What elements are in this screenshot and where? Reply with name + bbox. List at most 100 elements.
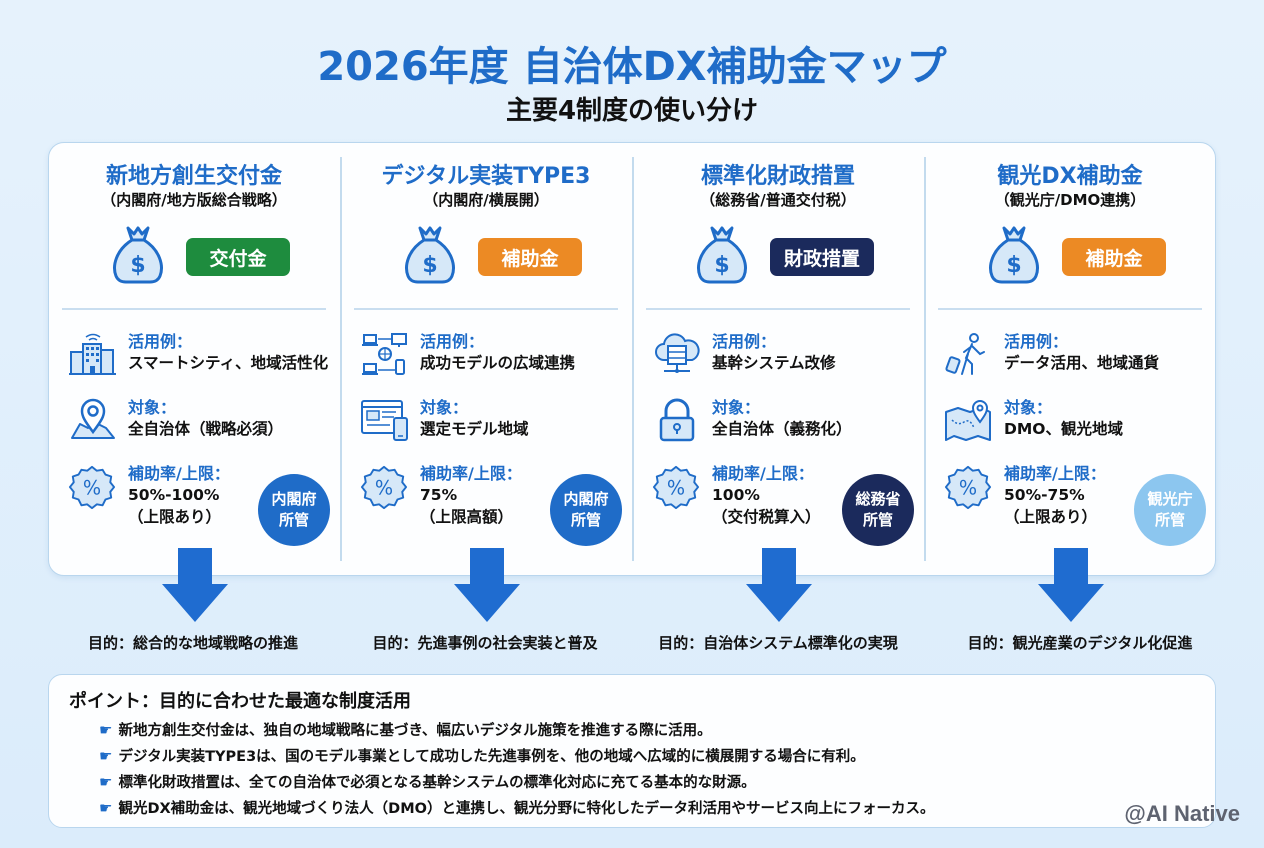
ministry-badge: 総務省 所管 [842, 474, 914, 546]
schemes-panel [48, 142, 1216, 576]
usage-label: 活用例： [712, 332, 777, 351]
scheme-type-badge: 補助金 [1062, 238, 1166, 276]
padlock-icon [652, 398, 702, 442]
down-arrow-icon [452, 548, 522, 624]
ministry-name: 内閣府 [271, 490, 317, 508]
scheme-type-badge: 補助金 [478, 238, 582, 276]
network-devices-icon [360, 332, 410, 376]
rate-cap: （上限高額） [420, 508, 514, 526]
scheme-type-badge: 交付金 [186, 238, 290, 276]
scheme-purpose: 目的：総合的な地域戦略の推進 [87, 634, 298, 652]
rate-cap: （交付税算入） [712, 508, 821, 526]
pointing-hand-icon: ☛ [99, 747, 113, 765]
scheme-title: 観光DX補助金 [997, 164, 1143, 189]
pointing-hand-icon: ☛ [99, 799, 113, 817]
scheme-ministry: （内閣府/地方版総合戦略） [101, 191, 287, 209]
usage-value: スマートシティ、地域活性化 [128, 354, 329, 372]
percent-badge-icon: % [652, 464, 700, 512]
page-title: 2026年度 自治体DX補助金マップ [317, 44, 947, 90]
scheme-ministry: （観光庁/DMO連携） [994, 191, 1146, 209]
target-label: 対象： [1004, 398, 1053, 417]
ministry-badge: 観光庁 所管 [1134, 474, 1206, 546]
scheme-purpose: 目的：先進事例の社会実装と普及 [372, 634, 598, 652]
scheme-column: 観光DX補助金 （観光庁/DMO連携） $ 補助金 活用例： データ活用、地域通… [924, 142, 1216, 576]
rate-percent: 50%-75% [1004, 486, 1085, 504]
rate-value: 50%-100%（上限あり） [128, 484, 221, 528]
scheme-column: 標準化財政措置 （総務省/普通交付税） $ 財政措置 活用例： 基幹システム改修… [632, 142, 924, 576]
scheme-purpose: 目的：自治体システム標準化の実現 [658, 634, 898, 652]
web-mobile-icon [360, 398, 410, 442]
percent-badge-icon: % [944, 464, 992, 512]
ministry-badge: 内閣府 所管 [550, 474, 622, 546]
usage-label: 活用例： [420, 332, 485, 351]
point-text: デジタル実装TYPE3は、国のモデル事業として成功した先進事例を、他の地域へ広域… [118, 749, 865, 765]
rate-percent: 75% [420, 486, 458, 504]
money-bag-icon: $ [690, 222, 754, 286]
tourist-map-icon [944, 398, 994, 442]
svg-text:%: % [959, 477, 977, 500]
column-divider [340, 157, 342, 561]
percent-badge-icon: % [68, 464, 116, 512]
pointing-hand-icon: ☛ [99, 721, 113, 739]
map-pin-icon [68, 398, 118, 442]
point-text: 観光DX補助金は、観光地域づくり法人（DMO）と連携し、観光分野に特化したデータ… [118, 801, 935, 817]
down-arrow-icon [1036, 548, 1106, 624]
svg-text:%: % [83, 477, 101, 500]
target-value: 選定モデル地域 [420, 420, 529, 438]
page-subtitle: 主要4制度の使い分け [505, 96, 759, 126]
percent-badge-icon: % [360, 464, 408, 512]
smart-city-building-icon [68, 332, 118, 376]
down-arrow-icon [160, 548, 230, 624]
svg-text:%: % [375, 477, 393, 500]
down-arrow-icon [744, 548, 814, 624]
points-box: ポイント：目的に合わせた最適な制度活用 ☛新地方創生交付金は、独自の地域戦略に基… [48, 674, 1216, 828]
ministry-name: 総務省 [855, 490, 901, 508]
scheme-ministry: （内閣府/横展開） [423, 191, 549, 209]
section-divider [354, 308, 618, 310]
point-text: 標準化財政措置は、全ての自治体で必須となる基幹システムの標準化対応に充てる基本的… [118, 775, 756, 791]
usage-label: 活用例： [1004, 332, 1069, 351]
usage-value: 基幹システム改修 [712, 354, 836, 372]
point-item: ☛新地方創生交付金は、独自の地域戦略に基づき、幅広いデジタル施策を推進する際に活… [99, 719, 712, 740]
point-item: ☛ 観光DX補助金は、観光地域づくり法人（DMO）と連携し、観光分野に特化したデー… [99, 797, 934, 818]
svg-text:$: $ [1006, 253, 1021, 278]
target-value: DMO、観光地域 [1004, 420, 1123, 438]
target-label: 対象： [420, 398, 469, 417]
point-item: ☛ デジタル実装TYPE3は、国のモデル事業として成功した先進事例を、他の地域へ広… [99, 745, 865, 766]
ministry-jurisdiction: 所管 [570, 511, 601, 529]
money-bag-icon: $ [398, 222, 462, 286]
scheme-column: デジタル実装TYPE3 （内閣府/横展開） $ 補助金 活用例： 成功モデルの広… [340, 142, 632, 576]
scheme-title: 標準化財政措置 [700, 164, 855, 189]
rate-value: 75% （上限高額） [420, 484, 513, 528]
rate-cap: （上限あり） [1004, 508, 1098, 526]
cloud-server-icon [652, 332, 702, 376]
section-divider [62, 308, 326, 310]
target-label: 対象： [128, 398, 177, 417]
scheme-type-badge: 財政措置 [770, 238, 874, 276]
ministry-name: 内閣府 [563, 490, 609, 508]
ministry-name: 観光庁 [1147, 490, 1193, 508]
column-divider [632, 157, 634, 561]
svg-text:$: $ [714, 253, 729, 278]
ministry-jurisdiction: 所管 [1154, 511, 1185, 529]
usage-label: 活用例： [128, 332, 193, 351]
svg-text:$: $ [130, 253, 145, 278]
rate-percent: 100% [712, 486, 760, 504]
scheme-purpose: 目的：観光産業のデジタル化促進 [967, 634, 1193, 652]
target-value: 全自治体（義務化） [712, 420, 852, 438]
points-title: ポイント：目的に合わせた最適な制度活用 [69, 691, 411, 712]
rate-label: 補助率/上限： [712, 464, 814, 483]
scheme-column: 新地方創生交付金 （内閣府/地方版総合戦略） $ 交付金 活用例： スマートシテ… [48, 142, 340, 576]
svg-text:$: $ [422, 253, 437, 278]
scheme-title: 新地方創生交付金 [105, 164, 282, 189]
scheme-title: デジタル実装TYPE3 [381, 164, 591, 189]
ministry-badge: 内閣府 所管 [258, 474, 330, 546]
ministry-jurisdiction: 所管 [862, 511, 893, 529]
money-bag-icon: $ [106, 222, 170, 286]
money-bag-icon: $ [982, 222, 1046, 286]
section-divider [938, 308, 1202, 310]
usage-value: データ活用、地域通貨 [1004, 354, 1160, 372]
rate-label: 補助率/上限： [1004, 464, 1106, 483]
target-label: 対象： [712, 398, 761, 417]
rate-label: 補助率/上限： [420, 464, 522, 483]
